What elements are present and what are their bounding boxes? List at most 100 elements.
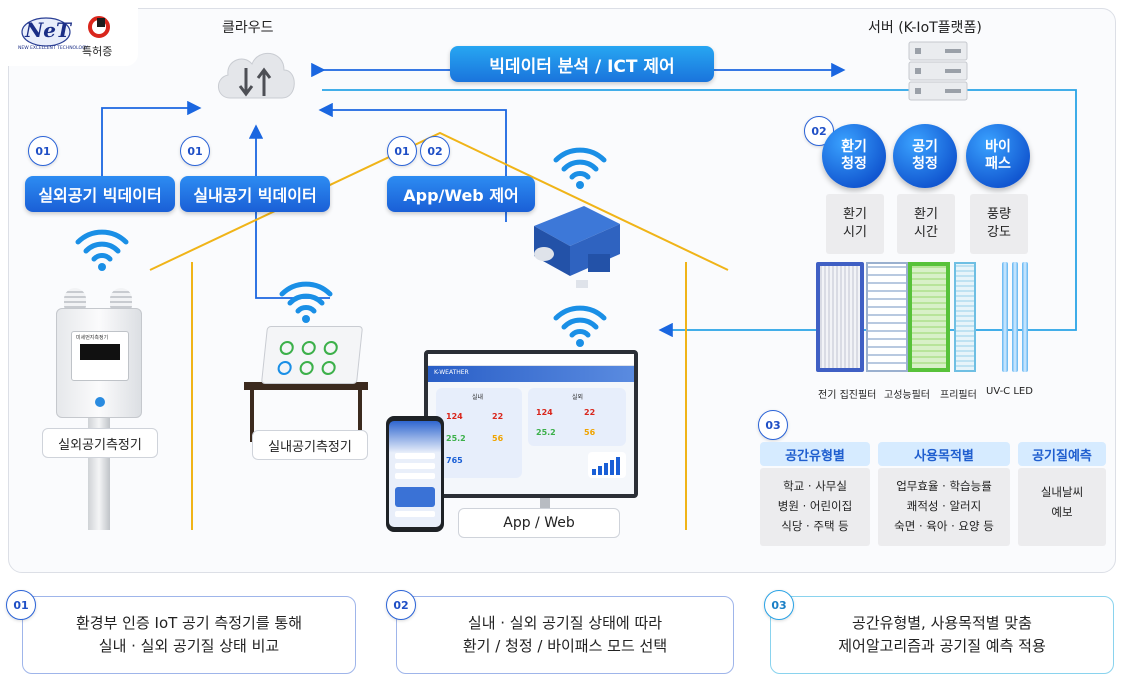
indoor-meter-gauge-2 [301,341,317,355]
app-web-control-tag: App/Web 제어 [387,176,535,212]
indoor-meter-device [240,326,370,442]
monitor-stand [540,498,550,508]
net-logo-text: NeT [25,18,71,42]
dashboard-outdoor-title: 실외 [572,394,584,401]
dashboard-bar-chart [588,452,626,478]
logo-area: NeT NEW EXCELLENT TECHNOLOGY 특허증 [8,8,138,66]
category-purpose-line-2: 쾌적성 · 알러지 [906,499,982,513]
footer-box-01: 환경부 인증 IoT 공기 측정기를 통해 실내 · 실외 공기질 상태 비교 [22,596,356,674]
house-roof [149,131,729,271]
footer-01-line-2: 실내 · 실외 공기질 상태 비교 [98,637,280,655]
category-purpose-header: 사용목적별 [878,442,1010,466]
category-prediction-box: 실내날씨 예보 [1018,468,1106,546]
category-purpose-line-3: 숙면 · 육아 · 요양 등 [894,519,994,533]
net-logo-subtext: NEW EXCELLENT TECHNOLOGY [18,46,89,51]
uvc-led-tube-3 [1022,262,1028,372]
footer-02-line-2: 환기 / 청정 / 바이패스 모드 선택 [462,637,668,655]
outdoor-meter-label: 실외공기측정기 [42,428,158,458]
app-web-label: App / Web [458,508,620,538]
patent-icon [88,16,110,38]
filter-pre [908,262,950,372]
dashboard-outdoor-card: 실외 124 22 25.2 56 [528,388,626,446]
smartphone-screen [389,421,441,527]
filter-high-performance [866,262,908,372]
dashboard-indoor-v2: 22 [492,412,504,421]
outdoor-meter-sensor-cap-left [64,288,86,310]
filter-electrostatic [816,262,864,372]
category-purpose-line-1: 업무효율 · 학습능률 [896,479,992,493]
indoor-meter-gauge-5 [298,361,315,375]
badge-03-categories: 03 [758,410,788,440]
indoor-meter-gauge-1 [279,341,295,355]
filter-label-pre: 프리필터 [940,390,977,401]
mode-ventilation-detail: 환기 시기 [826,194,884,254]
dashboard-brand: K-WEATHER [434,369,469,376]
cloud-label: 클라우드 [222,20,274,36]
category-space-type-line-2: 병원 · 어린이집 [777,499,853,513]
footer-02-line-1: 실내 · 실외 공기질 상태에 따라 [467,614,663,632]
cloud-icon [218,53,295,99]
indoor-meter-table-top [244,382,368,390]
indoor-meter-label: 실내공기측정기 [252,430,368,460]
badge-02-app: 02 [420,136,450,166]
outdoor-meter-body: 미세먼지측정기 [56,308,142,418]
mode-bypass-circle: 바이 패스 [966,124,1030,188]
net-logo: NeT NEW EXCELLENT TECHNOLOGY [18,14,88,54]
outdoor-to-cloud-line [101,100,202,180]
indoor-to-cloud-line [248,124,330,299]
category-prediction-line-2: 예보 [1051,505,1073,519]
ventilator-device-icon [534,206,620,288]
filter-pre-2 [954,262,976,372]
footer-badge-03: 03 [764,590,794,620]
dashboard-outdoor-v4: 56 [584,428,596,437]
outdoor-bigdata-tag: 실외공기 빅데이터 [25,176,175,212]
footer-badge-02: 02 [386,590,416,620]
category-purpose-box: 업무효율 · 학습능률 쾌적성 · 알러지 숙면 · 육아 · 요양 등 [878,468,1010,546]
indoor-meter-gauge-3 [323,341,339,355]
category-space-type-line-3: 식당 · 주택 등 [781,519,849,533]
mode-ventilation-circle: 환기 청정 [822,124,886,188]
wifi-icon-outdoor [75,229,129,271]
net-logo-mark [21,17,71,47]
indoor-meter-gauge-4 [276,361,293,375]
filter-label-high-performance: 고성능필터 [884,390,930,401]
dashboard-topbar [428,354,634,366]
outdoor-meter-pole [88,404,110,530]
outdoor-meter-sensor-cap-right [110,288,132,310]
outdoor-meter-device: 미세먼지측정기 [50,284,150,534]
uvc-led-tube-2 [1012,262,1018,372]
footer-box-03: 공간유형별, 사용목적별 맞춤 제어알고리즘과 공기질 예측 적용 [770,596,1114,674]
indoor-meter-gauge-6 [320,361,337,375]
bigdata-analysis-button[interactable]: 빅데이터 분석 / ICT 제어 [450,46,714,82]
indoor-meter-table-leg-left [250,390,254,442]
outdoor-meter-screen [80,344,120,360]
mode-purification-circle: 공기 청정 [893,124,957,188]
footer-01-line-1: 환경부 인증 IoT 공기 측정기를 통해 [75,614,302,632]
indoor-bigdata-tag: 실내공기 빅데이터 [180,176,330,212]
dashboard-indoor-v4: 56 [492,434,504,443]
dashboard-outdoor-v3: 25.2 [536,428,556,437]
category-prediction-header: 공기질예측 [1018,442,1106,466]
dashboard-outdoor-v2: 22 [584,408,596,417]
wifi-icon-monitor [553,305,607,347]
footer-03-line-2: 제어알고리즘과 공기질 예측 적용 [838,637,1046,655]
footer-badge-01: 01 [6,590,36,620]
wifi-icon-ventilator [553,147,607,189]
outdoor-meter-status-dot [95,397,105,407]
dashboard-indoor-title: 실내 [472,394,484,401]
footer-box-02: 실내 · 실외 공기질 상태에 따라 환기 / 청정 / 바이패스 모드 선택 [396,596,734,674]
dashboard-monitor: K-WEATHER 실내 124 22 25.2 56 765 실외 124 2… [424,350,638,498]
indoor-meter-body [260,326,364,384]
filter-label-electrostatic: 전기 집진필터 [818,390,877,401]
dashboard-header-bar: K-WEATHER [428,366,634,382]
category-space-type-box: 학교 · 사무실 병원 · 어린이집 식당 · 주택 등 [760,468,870,546]
category-space-type-line-1: 학교 · 사무실 [783,479,847,493]
mode-purification-detail: 환기 시간 [897,194,955,254]
dashboard-indoor-v1: 124 [446,412,463,421]
category-space-type-header: 공간유형별 [760,442,870,466]
smartphone [386,416,444,532]
category-prediction-line-1: 실내날씨 [1040,485,1084,499]
outdoor-meter-screen-title: 미세먼지측정기 [76,335,109,341]
indoor-meter-table-leg-right [358,390,362,442]
